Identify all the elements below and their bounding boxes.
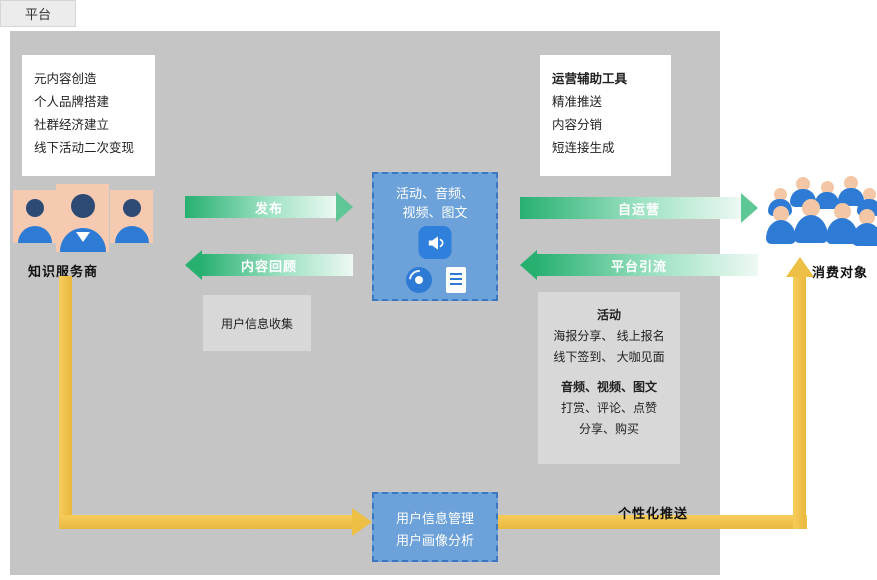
arrow-body [520, 197, 743, 219]
arrow-body [200, 254, 353, 276]
publish-arrow: 发布 [185, 192, 353, 222]
operation-tool-item: 短连接生成 [552, 141, 615, 155]
arrowhead-right-icon [336, 192, 353, 222]
engagement-line: 打赏、评论、点赞 [560, 401, 657, 415]
avatar-body [838, 188, 864, 206]
gold-arrowhead-right-icon [352, 508, 372, 536]
benefit-item: 个人品牌搭建 [34, 95, 110, 109]
avatar-head [773, 188, 787, 201]
consumer-label: 消费对象 [812, 265, 869, 280]
tab-platform[interactable]: 平台 [0, 0, 76, 27]
consumer-avatar-icon [794, 199, 828, 243]
arrow-body [535, 254, 758, 276]
disc-icon [406, 267, 432, 293]
spacer [538, 368, 680, 377]
provider-label: 知识服务商 [28, 264, 99, 279]
avatar-head [796, 177, 810, 191]
avatar-body [852, 223, 877, 246]
content-review-arrow-label: 内容回顾 [240, 258, 297, 274]
arrow-body [185, 196, 338, 218]
benefit-item: 线下活动二次变现 [34, 141, 135, 155]
provider-avatar-icon [13, 190, 56, 243]
content-hub-box: 活动、音频、 视频、图文 [372, 172, 498, 301]
engagement-line: 分享、购买 [578, 422, 639, 436]
document-icon [446, 267, 466, 293]
personalized-push-flow-line [793, 276, 806, 529]
avatar-body [17, 226, 52, 243]
avatar-head [802, 199, 820, 217]
arrowhead-right-icon [741, 193, 758, 223]
personalized-push-flow-line [497, 515, 807, 529]
platform-traffic-arrow-label: 平台引流 [610, 258, 667, 274]
publish-arrow-label: 发布 [254, 200, 283, 216]
benefit-item: 元内容创造 [34, 72, 97, 86]
avatar-body [766, 220, 796, 244]
operation-tools-title: 运营辅助工具 [552, 72, 628, 86]
engagement-line: 海报分享、 线上报名 [553, 329, 665, 343]
self-operation-arrow: 自运营 [520, 193, 758, 223]
user-analysis-line1: 用户信息管理 [395, 511, 474, 526]
personalized-push-label: 个性化推送 [618, 506, 689, 521]
avatar-head [844, 176, 858, 190]
platform-traffic-arrow: 平台引流 [520, 250, 758, 280]
arrowhead-left-icon [520, 250, 537, 280]
engagement-box: 活动 海报分享、 线上报名 线下签到、 大咖见面 音频、视频、图文 打赏、评论、… [538, 292, 680, 464]
tab-platform-label: 平台 [24, 7, 51, 22]
consumer-avatar-icon [815, 181, 839, 209]
avatar-head [773, 206, 789, 222]
provider-data-flow-line [59, 515, 352, 529]
avatar-head [833, 203, 851, 220]
user-info-collection-box: 用户信息收集 [203, 295, 311, 351]
content-review-arrow: 内容回顾 [185, 250, 353, 280]
engagement-title: 活动 [596, 308, 621, 322]
avatar-head [122, 199, 141, 217]
provider-benefits-box: 元内容创造 个人品牌搭建 社群经济建立 线下活动二次变现 [22, 55, 155, 176]
operation-tool-item: 精准推送 [552, 95, 603, 109]
user-info-collection-label: 用户信息收集 [220, 316, 293, 331]
benefit-item: 社群经济建立 [34, 118, 110, 132]
provider-data-flow-line [59, 276, 72, 529]
user-analysis-box: 用户信息管理 用户画像分析 [372, 492, 498, 562]
avatar-body [794, 215, 828, 243]
megaphone-icon [418, 226, 452, 259]
operation-tool-item: 内容分销 [552, 118, 603, 132]
avatar-head [25, 199, 44, 217]
user-analysis-line2: 用户画像分析 [395, 533, 474, 548]
consumer-avatar-icon [852, 209, 877, 246]
self-operation-arrow-label: 自运营 [617, 201, 660, 217]
consumer-avatar-icon [838, 176, 864, 206]
provider-avatar-icon [110, 190, 153, 243]
avatar-collar [75, 232, 90, 242]
avatar-head [862, 188, 876, 201]
avatar-body [114, 226, 149, 243]
content-hub-line1: 活动、音频、 [395, 186, 474, 201]
avatar-head [70, 194, 95, 218]
gold-arrowhead-up-icon [786, 257, 814, 277]
provider-avatar-icon [56, 184, 109, 252]
engagement-subtitle: 音频、视频、图文 [560, 380, 657, 394]
arrowhead-left-icon [185, 250, 202, 280]
avatar-head [859, 209, 875, 225]
consumer-avatar-icon [766, 206, 796, 244]
content-hub-line2: 视频、图文 [402, 205, 468, 220]
avatar-head [820, 181, 834, 194]
engagement-line: 线下签到、 大咖见面 [553, 350, 665, 364]
operation-tools-box: 运营辅助工具 精准推送 内容分销 短连接生成 [540, 55, 671, 176]
avatar-body [815, 192, 839, 209]
